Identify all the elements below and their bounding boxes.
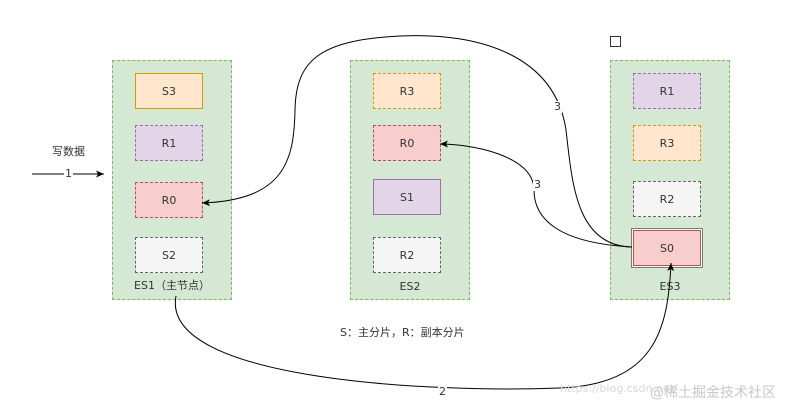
shard-label: R1 <box>161 136 177 150</box>
shard-es2-r2[interactable]: R2 <box>373 237 441 273</box>
shard-es3-r1[interactable]: R1 <box>633 73 701 109</box>
shard-label: R2 <box>659 192 675 206</box>
faint-watermark: https://blog.csdn.net/ <box>560 382 678 395</box>
shard-label: S2 <box>162 248 176 262</box>
node-es1[interactable]: S3 R1 R0 S2 ES1（主节点） <box>112 60 232 300</box>
shard-label: S3 <box>162 84 176 98</box>
empty-square-shape <box>610 36 621 47</box>
edge-label-3-top: 3 <box>553 100 562 113</box>
node-es2[interactable]: R3 R0 S1 R2 ES2 <box>350 60 470 300</box>
edge-label-1: 1 <box>64 167 73 180</box>
shard-label: S0 <box>660 241 674 255</box>
node-label-es2: ES2 <box>399 280 421 293</box>
edge-label-3-mid: 3 <box>533 178 542 191</box>
edge-label-2: 2 <box>438 385 447 398</box>
shard-es2-s1[interactable]: S1 <box>373 179 441 215</box>
shard-label: R0 <box>399 136 415 150</box>
shard-es3-r2[interactable]: R2 <box>633 181 701 217</box>
shard-label: S1 <box>400 190 414 204</box>
shard-es1-s3[interactable]: S3 <box>135 73 203 109</box>
shard-es3-r3[interactable]: R3 <box>633 125 701 161</box>
shard-es1-r1[interactable]: R1 <box>135 125 203 161</box>
shard-label: R3 <box>659 136 675 150</box>
node-label-es1: ES1（主节点） <box>134 279 210 292</box>
shard-es2-r3[interactable]: R3 <box>373 73 441 109</box>
shard-label: R3 <box>399 84 415 98</box>
shard-es2-r0[interactable]: R0 <box>373 125 441 161</box>
legend-text: S：主分片，R：副本分片 <box>340 326 465 339</box>
shard-es1-r0[interactable]: R0 <box>135 182 203 218</box>
shard-label: R1 <box>659 84 675 98</box>
shard-label: R0 <box>161 193 177 207</box>
node-label-es3: ES3 <box>659 280 681 293</box>
write-data-label: 写数据 <box>52 145 85 158</box>
shard-es1-s2[interactable]: S2 <box>135 237 203 273</box>
node-es3[interactable]: R1 R3 R2 S0 ES3 <box>610 60 730 300</box>
site-watermark: @稀土掘金技术社区 <box>650 385 776 401</box>
shard-es3-s0[interactable]: S0 <box>633 230 701 266</box>
shard-label: R2 <box>399 248 415 262</box>
